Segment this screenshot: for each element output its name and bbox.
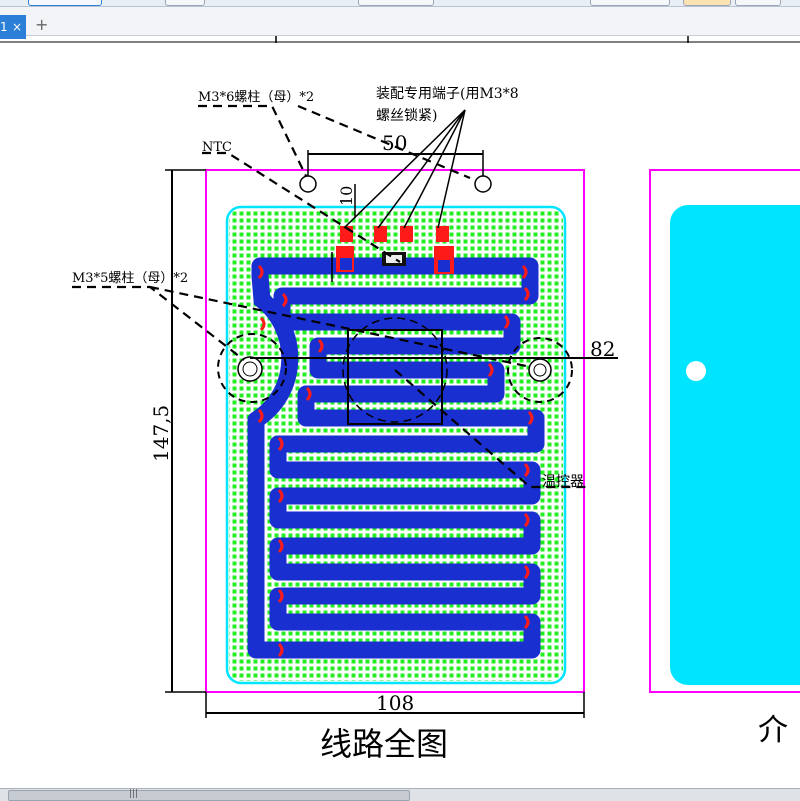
board2-outline bbox=[649, 169, 800, 693]
scrollbar-grip[interactable]: ||| bbox=[129, 789, 139, 799]
trace-marker bbox=[523, 462, 530, 478]
terminal-pad bbox=[436, 226, 449, 242]
trace-marker bbox=[317, 338, 324, 354]
terminal-pad-inner bbox=[438, 260, 450, 272]
callout-terminal-line2: 螺丝锁紧) bbox=[376, 108, 437, 124]
callout-ntc: NTC bbox=[202, 140, 232, 155]
status-bar: ||| bbox=[0, 788, 800, 801]
trace-marker bbox=[257, 264, 264, 280]
terminal-pad-inner bbox=[340, 258, 352, 270]
dimension-82: 82 bbox=[590, 337, 615, 361]
new-tab-button[interactable]: + bbox=[35, 15, 49, 34]
standoff-outline bbox=[507, 337, 573, 403]
trace-markers bbox=[257, 264, 534, 658]
trace-marker bbox=[523, 564, 530, 580]
dimension-10: 10 bbox=[337, 186, 356, 206]
trace-marker bbox=[527, 410, 534, 426]
trace-marker bbox=[523, 614, 530, 630]
callout-m3x5: M3*5螺柱（母）*2 bbox=[72, 271, 188, 286]
terminal-pad bbox=[400, 226, 413, 242]
trace-marker bbox=[487, 362, 494, 378]
heating-trace-arc bbox=[247, 267, 299, 429]
ntc-body-inner bbox=[386, 255, 402, 263]
callout-terminal-line1: 装配专用端子(用M3*8 bbox=[376, 86, 519, 102]
trace-marker bbox=[277, 642, 284, 658]
trace-marker bbox=[305, 386, 312, 402]
dimension-50: 50 bbox=[382, 131, 407, 155]
board2-fill bbox=[670, 205, 800, 685]
mount-hole-inner bbox=[242, 361, 258, 377]
trace-marker bbox=[503, 314, 510, 330]
mount-hole bbox=[299, 175, 317, 193]
mount-hole-inner bbox=[533, 363, 547, 377]
standoff-outline bbox=[217, 333, 287, 403]
heating-trace bbox=[247, 257, 545, 659]
toolbar-button[interactable] bbox=[683, 0, 731, 6]
callout-m3x6: M3*6螺柱（母）*2 bbox=[198, 90, 314, 105]
horizontal-scrollbar[interactable]: ||| bbox=[8, 789, 410, 801]
tab-label: 1 bbox=[0, 20, 8, 34]
toolbar-button[interactable] bbox=[28, 0, 102, 6]
callout-thermostat: 温控器 bbox=[542, 474, 584, 490]
toolbar bbox=[0, 0, 800, 7]
dimension-147: 147,5 bbox=[149, 405, 173, 462]
board-caption: 线路全图 bbox=[320, 725, 448, 763]
mount-hole bbox=[474, 175, 492, 193]
tab-bar: 1 × + bbox=[0, 7, 800, 39]
trace-marker bbox=[277, 588, 284, 604]
trace-marker bbox=[277, 436, 284, 452]
document-tab[interactable]: 1 × bbox=[0, 15, 26, 39]
thermostat-outline bbox=[347, 329, 443, 425]
thermostat-circle bbox=[342, 317, 448, 423]
trace-marker bbox=[521, 264, 528, 280]
toolbar-button[interactable] bbox=[165, 0, 205, 6]
dimension-108: 108 bbox=[376, 691, 414, 715]
trace-marker bbox=[257, 408, 264, 424]
toolbar-button[interactable] bbox=[735, 0, 781, 6]
toolbar-button[interactable] bbox=[358, 0, 434, 6]
terminal-leaders bbox=[343, 109, 466, 229]
trace-marker bbox=[277, 538, 284, 554]
drawing: M3*6螺柱（母）*2 装配专用端子(用M3*8 螺丝锁紧) NTC M3*5螺… bbox=[0, 36, 800, 763]
board-outline bbox=[205, 169, 585, 693]
trace-marker bbox=[523, 512, 530, 528]
board-edge bbox=[225, 205, 567, 685]
right-caption: 介 bbox=[758, 713, 788, 748]
close-icon[interactable]: × bbox=[12, 20, 23, 34]
terminal-pad bbox=[374, 226, 387, 242]
toolbar-button[interactable] bbox=[590, 0, 670, 6]
trace-marker bbox=[259, 316, 266, 332]
drawing-canvas[interactable]: M3*6螺柱（母）*2 装配专用端子(用M3*8 螺丝锁紧) NTC M3*5螺… bbox=[0, 36, 800, 788]
trace-marker bbox=[523, 286, 530, 302]
board2-hole bbox=[686, 361, 706, 381]
trace-marker bbox=[281, 292, 288, 308]
trace-marker bbox=[277, 488, 284, 504]
leader-lines bbox=[72, 104, 590, 489]
